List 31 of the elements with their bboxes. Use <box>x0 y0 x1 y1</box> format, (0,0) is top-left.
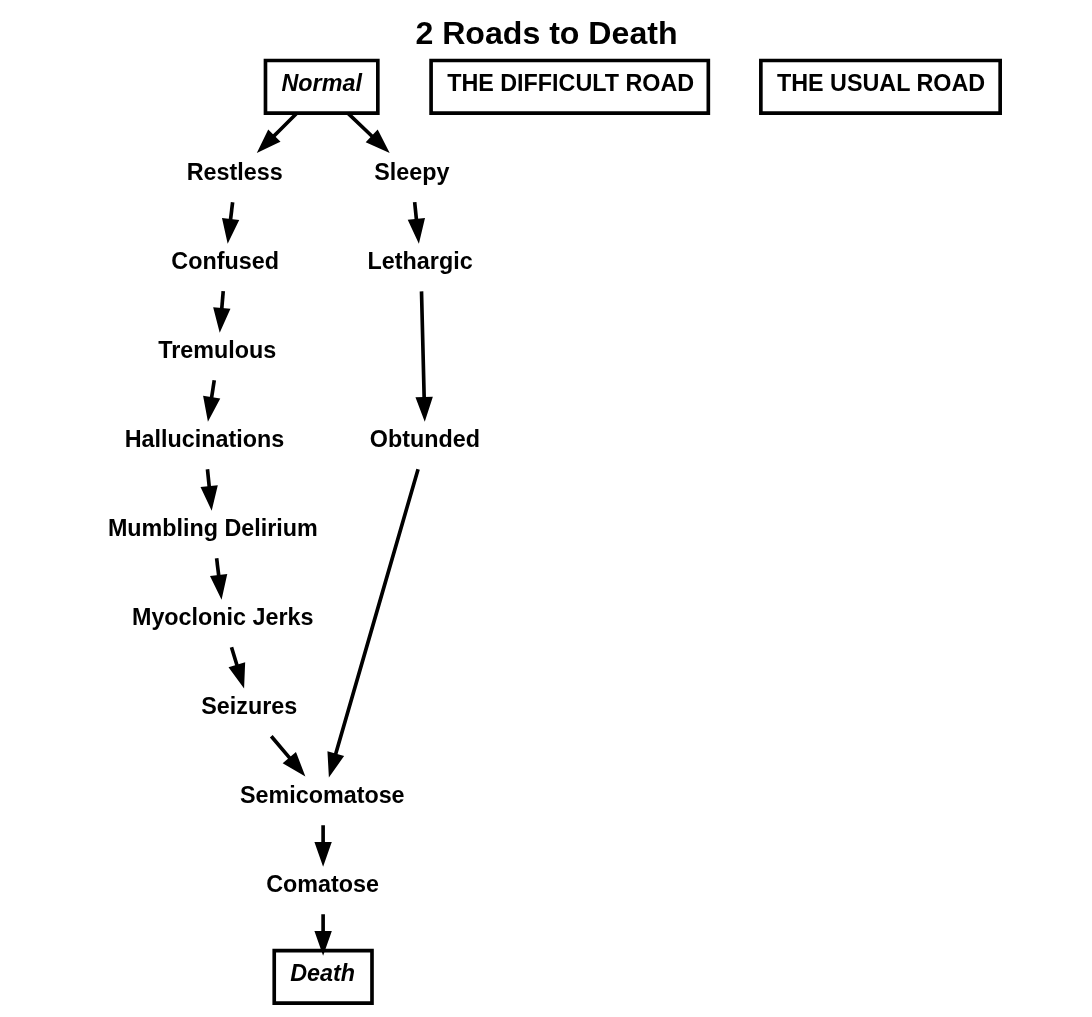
node-box: THE DIFFICULT ROAD <box>429 58 711 115</box>
arrow <box>228 646 246 689</box>
arrow <box>327 468 420 778</box>
arrow <box>346 111 390 153</box>
node-box: THE USUAL ROAD <box>759 58 1002 115</box>
arrow <box>200 469 218 511</box>
node-text: Confused <box>171 247 279 274</box>
node-text: Obtunded <box>369 425 480 452</box>
node-text: Seizures <box>201 692 298 719</box>
arrow <box>210 558 228 600</box>
node-text: Sleepy <box>374 158 450 185</box>
node-text: Comatose <box>266 870 379 897</box>
node-text: Semicomatose <box>239 781 405 808</box>
diagram-title: 2 Roads to Death <box>415 14 678 51</box>
node-text: Tremulous <box>158 336 277 363</box>
arrow <box>314 914 332 956</box>
node-box: Death <box>272 948 374 1005</box>
arrow <box>407 202 425 244</box>
arrow <box>314 825 332 867</box>
arrow <box>256 111 299 154</box>
node-text: Lethargic <box>367 247 473 274</box>
arrow <box>415 291 433 422</box>
node-text: Restless <box>186 158 283 185</box>
node-box: Normal <box>263 58 380 115</box>
arrow <box>221 201 240 244</box>
arrow <box>213 291 231 333</box>
node-text: Mumbling Delirium <box>107 514 318 541</box>
node-text: Myoclonic Jerks <box>131 603 314 630</box>
arrow <box>203 379 221 422</box>
arrow <box>269 735 306 777</box>
node-text: Hallucinations <box>124 425 285 452</box>
